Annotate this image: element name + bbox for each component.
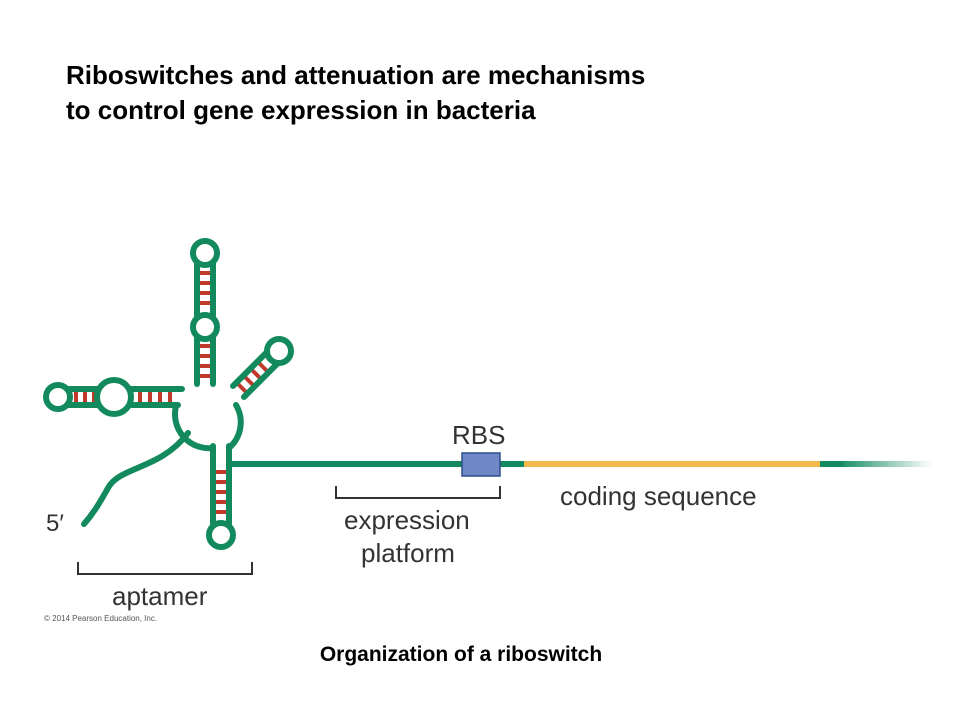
expression-platform-bracket xyxy=(335,486,501,499)
rbs-label: RBS xyxy=(452,420,505,450)
expression-label-line2: platform xyxy=(361,538,455,568)
expression-label-line1: expression xyxy=(344,505,470,535)
rna-strand xyxy=(43,238,843,550)
rbs-box xyxy=(461,452,501,477)
title-line-1: Riboswitches and attenuation are mechani… xyxy=(66,60,646,90)
aptamer-bracket xyxy=(77,562,253,575)
five-prime-label: 5′ xyxy=(46,510,64,537)
title-line-2: to control gene expression in bacteria xyxy=(66,95,536,125)
copyright-notice: © 2014 Pearson Education, Inc. xyxy=(44,614,158,623)
base-pairs xyxy=(74,271,269,514)
coding-sequence-label: coding sequence xyxy=(560,481,757,511)
aptamer-label: aptamer xyxy=(112,581,208,611)
figure-caption: Organization of a riboswitch xyxy=(319,643,603,666)
slide-title: Riboswitches and attenuation are mechani… xyxy=(66,58,886,128)
strand-fade xyxy=(838,461,932,467)
